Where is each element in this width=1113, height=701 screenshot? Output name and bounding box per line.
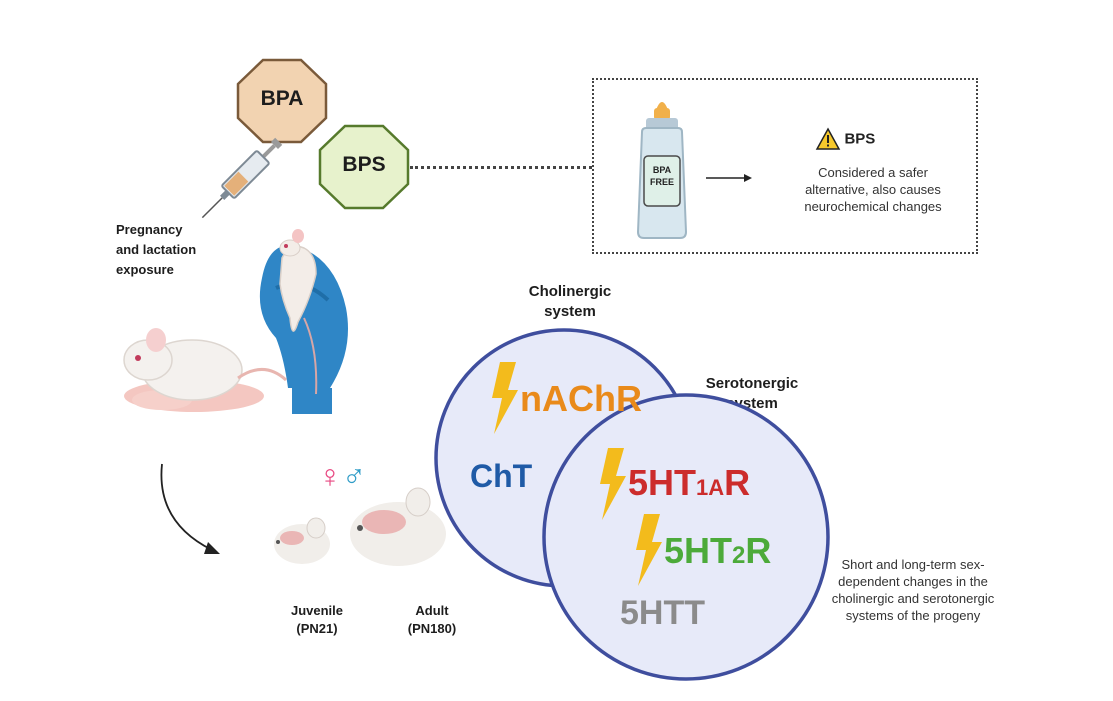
female-symbol: ♀ (318, 458, 342, 494)
bpa-badge: BPA (236, 58, 328, 144)
lightning-icon (492, 362, 518, 434)
conclusion-line-1: Short and long-term sex- (841, 557, 985, 572)
exposure-label-line-2: and lactation (116, 242, 197, 257)
mouse-icon (123, 328, 288, 412)
hand-glove-icon (259, 229, 348, 414)
bps-info-box: BPA FREE BPS Considered a safer alternat… (592, 78, 978, 254)
bps-description: Considered a safer alternative, also cau… (778, 164, 968, 215)
exposure-label: Pregnancy and lactation exposure (116, 220, 196, 280)
exposure-label-line-1: Pregnancy (116, 222, 183, 237)
male-symbol: ♂ (342, 458, 366, 494)
lightning-icon (600, 448, 626, 520)
rat-head-icon (350, 487, 446, 566)
conclusion-text: Short and long-term sex- dependent chang… (806, 556, 1020, 624)
rat-head-icon (274, 517, 330, 564)
bpa-label: BPA (260, 87, 304, 110)
bottle-label-line-2: FREE (649, 177, 674, 187)
arrow-right-icon (706, 174, 752, 182)
bps-label: BPS (342, 153, 386, 176)
receptor-5ht1ar-main: 5HT (628, 462, 697, 503)
age-adult: Adult (PN180) (394, 602, 470, 638)
age-adult-sub: (PN180) (407, 621, 457, 636)
cholinergic-title: Cholinergic system (500, 282, 640, 322)
bps-connector-line (410, 166, 592, 169)
receptor-5ht1ar-tail: R (724, 462, 751, 503)
age-juvenile-label: Juvenile (290, 603, 344, 618)
receptor-5ht1ar-sub: 1A (696, 475, 725, 500)
cholinergic-title-line-1: Cholinergic (528, 283, 612, 300)
receptor-5ht2r: 5HT2R (664, 530, 771, 572)
bps-description-line-1: Considered a safer (818, 165, 928, 180)
warning-row: BPS (815, 127, 876, 152)
exposure-label-line-3: exposure (116, 262, 174, 277)
bottle-label-line-1: BPA (652, 165, 672, 175)
receptor-cht: ChT (470, 458, 533, 494)
receptor-5ht1ar: 5HT1AR (628, 462, 750, 504)
bottle-label: BPA FREE (644, 164, 680, 188)
baby-bottle-icon (636, 102, 688, 239)
warning-icon (815, 127, 841, 150)
cholinergic-title-line-2: system (544, 303, 596, 320)
curved-arrow-icon (160, 463, 220, 554)
receptor-5ht2r-tail: R (745, 530, 772, 571)
receptor-nachr: nAChR (520, 378, 642, 419)
age-juvenile-sub: (PN21) (296, 621, 338, 636)
lightning-icon (636, 514, 662, 586)
conclusion-line-4: systems of the progeny (845, 608, 981, 623)
age-juvenile: Juvenile (PN21) (282, 602, 352, 638)
serotonergic-title-line-1: Serotonergic (705, 375, 799, 392)
receptor-5htt: 5HTT (620, 594, 705, 632)
warning-title: BPS (844, 130, 876, 148)
bps-badge: BPS (318, 124, 410, 210)
bps-description-line-3: neurochemical changes (804, 199, 942, 214)
sex-symbols: ♀♂ (318, 458, 366, 494)
age-adult-label: Adult (415, 603, 449, 618)
syringe-icon (201, 137, 283, 219)
conclusion-line-3: cholinergic and serotonergic (831, 591, 995, 606)
bps-description-line-2: alternative, also causes (805, 182, 941, 197)
receptor-5ht2r-main: 5HT (664, 530, 733, 571)
bpa-octagon-shape (236, 58, 328, 144)
bps-octagon-shape (318, 124, 410, 210)
receptor-5ht2r-sub: 2 (732, 542, 746, 569)
conclusion-line-2: dependent changes in the (838, 574, 988, 589)
